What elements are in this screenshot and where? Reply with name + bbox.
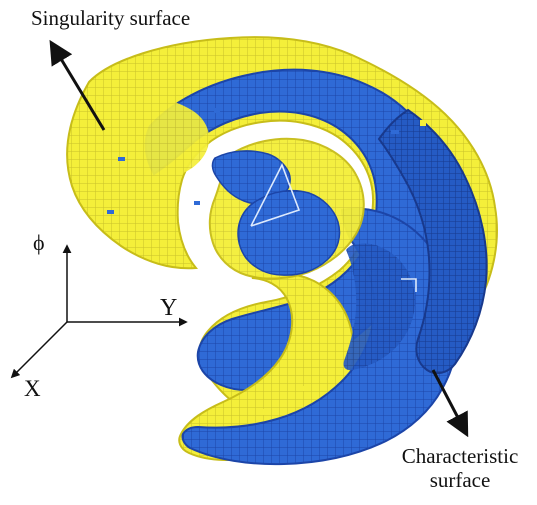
x-axis: [10, 321, 68, 379]
voxel-speck: [391, 130, 399, 134]
voxel-speck: [298, 386, 304, 391]
blue-center-cavity: [237, 189, 341, 276]
phi-axis-label: ϕ: [33, 230, 45, 255]
small-square-highlight: [401, 278, 417, 292]
voxel-speck: [118, 157, 125, 161]
voxel-speck: [214, 108, 220, 113]
triangle-highlight: [250, 163, 301, 227]
characteristic-surface-label: Characteristic surface: [390, 444, 530, 492]
characteristic-surface-back: [377, 108, 488, 375]
voxel-speck: [420, 120, 426, 126]
characteristic-edge-strip: [343, 243, 416, 371]
voxel-speck: [194, 201, 200, 205]
characteristic-arrow: [431, 369, 469, 438]
characteristic-surface-label-line1: Characteristic: [401, 444, 519, 468]
singularity-surface-label: Singularity surface: [31, 6, 191, 30]
surface-highlights: [250, 163, 417, 292]
voxel-speck: [258, 409, 264, 415]
y-axis-label: Y: [160, 295, 178, 321]
characteristic-surface-label-line2: surface: [429, 468, 491, 493]
voxel-specks: [107, 108, 426, 415]
singularity-arrow: [49, 39, 106, 131]
voxel-speck: [107, 210, 114, 214]
x-axis-label: X: [24, 376, 41, 401]
coordinate-axes: [10, 244, 188, 379]
voxel-surface-group: [66, 36, 498, 466]
yellow-left-wing: [76, 96, 210, 181]
